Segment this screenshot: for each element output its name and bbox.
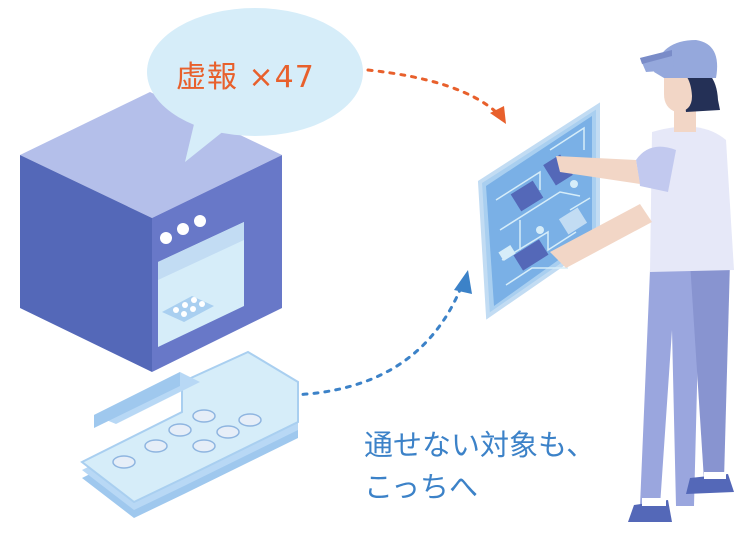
caption: 通せない対象も、 こっちへ <box>364 424 595 508</box>
caption-line-2: こっちへ <box>364 470 478 504</box>
blue-arrow <box>290 270 472 397</box>
worker-person-icon <box>550 40 734 522</box>
oven-icon <box>20 92 282 372</box>
speech-bubble <box>147 8 363 162</box>
caption-line-1: 通せない対象も、 <box>364 428 596 462</box>
false-alarm-count-label: 虚報 ×47 <box>176 60 315 95</box>
pill-blister-pack-icon <box>80 350 299 518</box>
orange-arrow <box>366 68 506 124</box>
circuit-board-icon <box>477 102 600 320</box>
